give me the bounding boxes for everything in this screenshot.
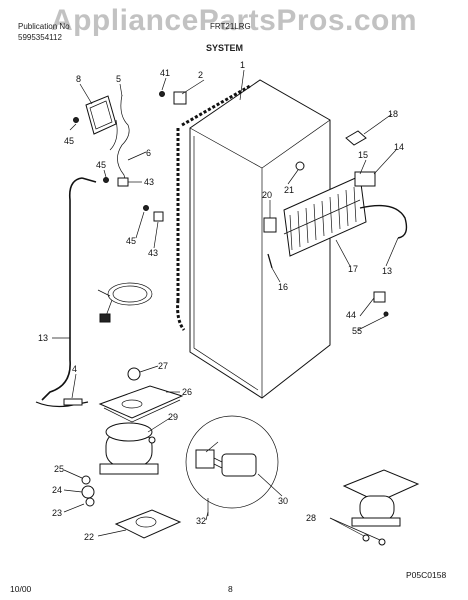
tube-13-left — [41, 177, 83, 401]
tube-13-right — [359, 204, 408, 239]
screw-45-b — [103, 177, 109, 183]
relay-detail-circle — [185, 415, 279, 516]
callout-4: 4 — [72, 364, 77, 374]
compressor-29 — [99, 422, 159, 475]
callout-30: 30 — [278, 496, 288, 506]
refrigerator-cabinet — [189, 79, 331, 399]
callout-32: 32 — [196, 516, 206, 526]
power-cord-7 — [99, 282, 153, 323]
part-25 — [81, 475, 91, 485]
callout-8: 8 — [76, 74, 81, 84]
callout-labels: 1 2 4 5 6 8 13 13 14 15 16 17 18 20 21 2… — [38, 60, 404, 542]
callout-16: 16 — [278, 282, 288, 292]
model-code: FRT21LRG — [210, 22, 251, 31]
callout-22: 22 — [84, 532, 94, 542]
watermark: AppliancePartsPros.com — [50, 4, 418, 37]
part-27 — [127, 367, 141, 381]
footer-figure-code: P05C0158 — [406, 570, 447, 580]
callout-43-b: 43 — [148, 248, 158, 258]
callout-24: 24 — [52, 485, 62, 495]
clip-43 — [153, 211, 164, 222]
evaporator-14 — [283, 171, 376, 257]
screw-45-c — [143, 205, 149, 211]
part-23 — [85, 497, 95, 507]
callout-45-b: 45 — [96, 160, 106, 170]
callout-25: 25 — [54, 464, 64, 474]
callout-6: 6 — [146, 148, 151, 158]
section-title: SYSTEM — [206, 43, 244, 53]
callout-21: 21 — [284, 185, 294, 195]
callout-45-d: 55 — [352, 326, 362, 336]
callout-41: 41 — [160, 68, 170, 78]
part-16 — [267, 253, 273, 269]
callout-18: 18 — [388, 109, 398, 119]
callout-45-a: 45 — [64, 136, 74, 146]
publication-number: 5995354112 — [18, 33, 62, 42]
callout-29: 29 — [168, 412, 178, 422]
drain-pan-26 — [98, 385, 184, 423]
callout-43-a: 43 — [144, 177, 154, 187]
harness-5-6 — [117, 94, 130, 183]
callout-27: 27 — [158, 361, 168, 371]
footer-date: 10/00 — [10, 584, 32, 594]
callout-1: 1 — [240, 60, 245, 70]
leader-lines — [52, 69, 399, 541]
base-22 — [114, 509, 182, 539]
callout-13-left: 13 — [38, 333, 48, 343]
callout-20: 20 — [262, 190, 272, 200]
part-21 — [295, 161, 305, 171]
part-24 — [81, 485, 95, 499]
footer-page-number: 8 — [228, 584, 233, 594]
part-18 — [345, 130, 367, 146]
bracket-8 — [85, 95, 117, 135]
callout-5: 5 — [116, 74, 121, 84]
callout-14: 14 — [394, 142, 404, 152]
compressor-assembly-28 — [342, 469, 420, 546]
callout-26: 26 — [182, 387, 192, 397]
callout-45-c: 45 — [126, 236, 136, 246]
callout-13-right: 13 — [382, 266, 392, 276]
part-20 — [263, 217, 277, 233]
callout-2: 2 — [198, 70, 203, 80]
screw-45-d — [383, 311, 389, 317]
screw-41 — [159, 91, 165, 97]
screw-45-a — [73, 117, 79, 123]
publication-label: Publication No — [18, 22, 70, 31]
callout-23: 23 — [52, 508, 62, 518]
drier-4 — [35, 401, 89, 408]
condenser-coil-1 — [176, 84, 251, 331]
callout-15: 15 — [358, 150, 368, 160]
callout-44: 44 — [346, 310, 356, 320]
part-2 — [173, 91, 187, 105]
callout-17: 17 — [348, 264, 358, 274]
callout-28: 28 — [306, 513, 316, 523]
clip-44 — [373, 291, 386, 303]
